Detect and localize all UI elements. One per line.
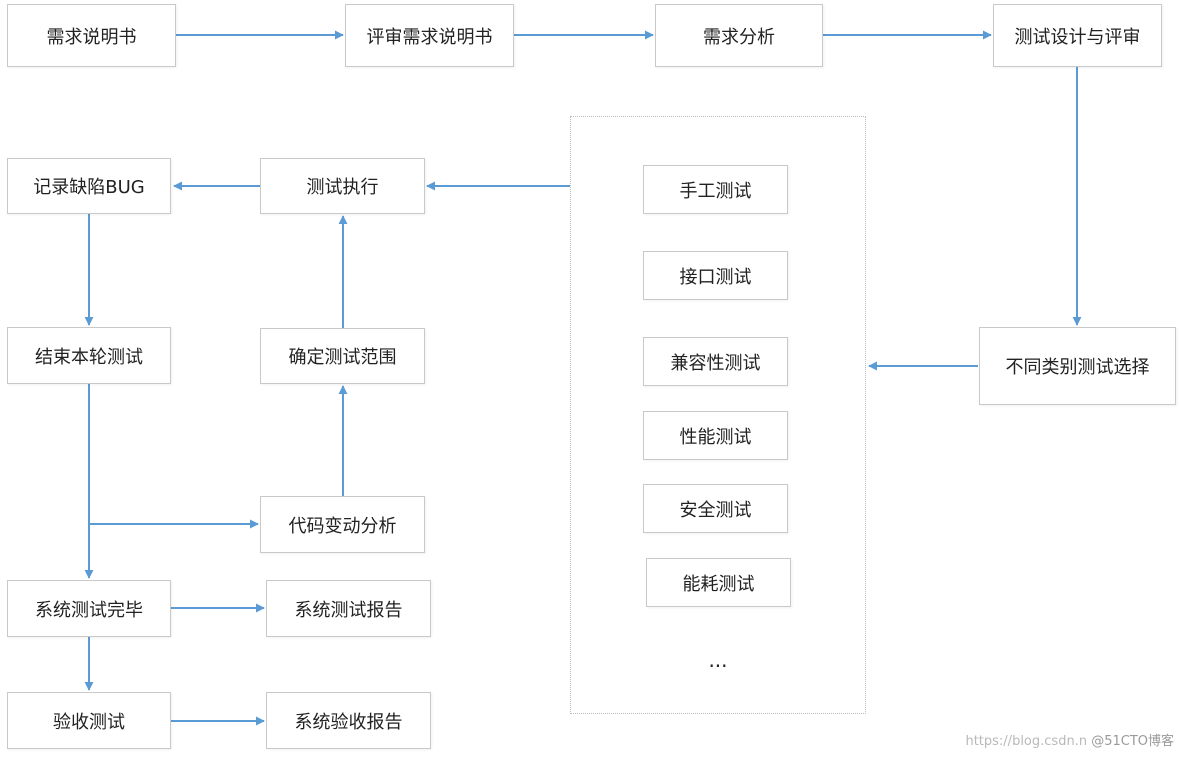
node-confirm-scope: 确定测试范围 [260, 328, 425, 384]
test-type-perf: 性能测试 [643, 411, 788, 460]
node-acceptance: 验收测试 [7, 692, 171, 749]
node-req-analysis: 需求分析 [655, 4, 823, 67]
node-test-design: 测试设计与评审 [993, 4, 1162, 67]
watermark-url: https://blog.csdn.n [965, 734, 1088, 749]
test-type-more: ... [708, 648, 728, 672]
watermark-brand: @51CTO博客 [1091, 734, 1174, 749]
test-type-manual: 手工测试 [643, 165, 788, 214]
node-review-req: 评审需求说明书 [345, 4, 514, 67]
node-code-change: 代码变动分析 [260, 496, 425, 553]
node-req-doc: 需求说明书 [7, 4, 176, 67]
node-test-exec: 测试执行 [260, 158, 425, 214]
test-type-api: 接口测试 [643, 251, 788, 300]
node-acceptance-report: 系统验收报告 [266, 692, 431, 749]
watermark: https://blog.csdn.n @51CTO博客 [965, 730, 1174, 749]
node-record-bug: 记录缺陷BUG [7, 158, 171, 214]
test-type-power: 能耗测试 [646, 558, 791, 607]
node-sys-done: 系统测试完毕 [7, 580, 171, 637]
node-sys-report: 系统测试报告 [266, 580, 431, 637]
node-type-select: 不同类别测试选择 [979, 327, 1176, 405]
test-type-compat: 兼容性测试 [643, 337, 788, 386]
node-end-round: 结束本轮测试 [7, 327, 171, 384]
test-type-security: 安全测试 [643, 484, 788, 533]
